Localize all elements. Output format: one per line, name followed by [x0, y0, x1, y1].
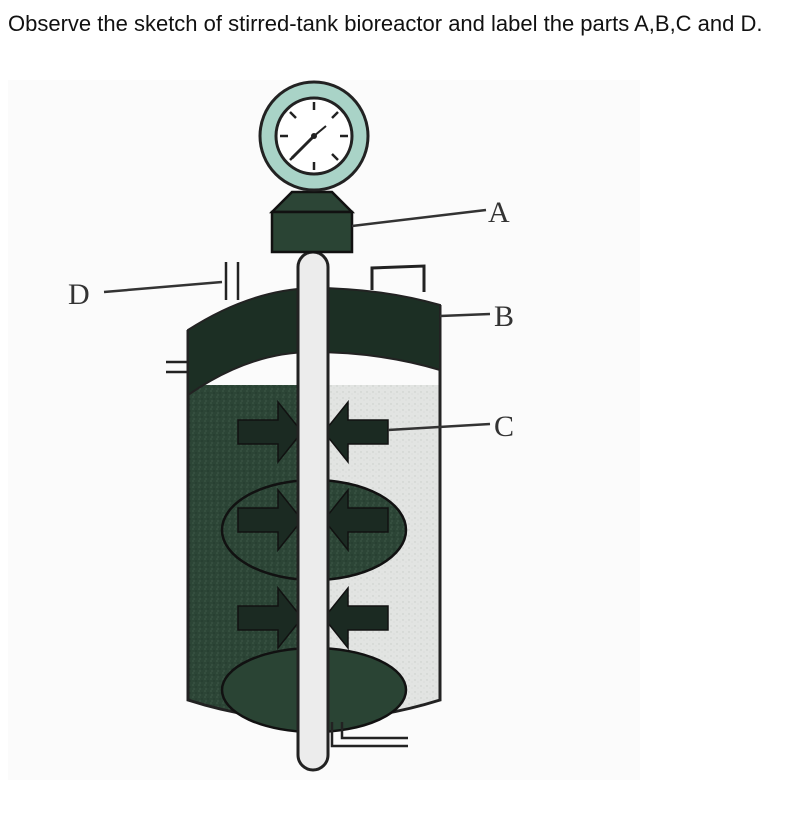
top-port	[370, 264, 426, 292]
label-d: D	[68, 278, 90, 311]
leader-line-a	[351, 208, 487, 228]
leader-line-c	[387, 422, 491, 432]
stirrer-shaft	[296, 250, 330, 772]
inlet-pipe	[224, 262, 240, 300]
question-text: Observe the sketch of stirred-tank biore…	[8, 11, 763, 36]
label-c: C	[494, 410, 514, 443]
outlet-pipe	[330, 722, 408, 748]
motor-housing	[268, 190, 356, 254]
label-b: B	[494, 300, 514, 333]
leader-line-b	[439, 312, 491, 318]
impeller-blades	[237, 399, 389, 651]
label-a: A	[488, 196, 510, 229]
leader-line-d	[103, 280, 223, 294]
pressure-gauge	[258, 80, 370, 192]
gauge-needle	[290, 134, 316, 160]
